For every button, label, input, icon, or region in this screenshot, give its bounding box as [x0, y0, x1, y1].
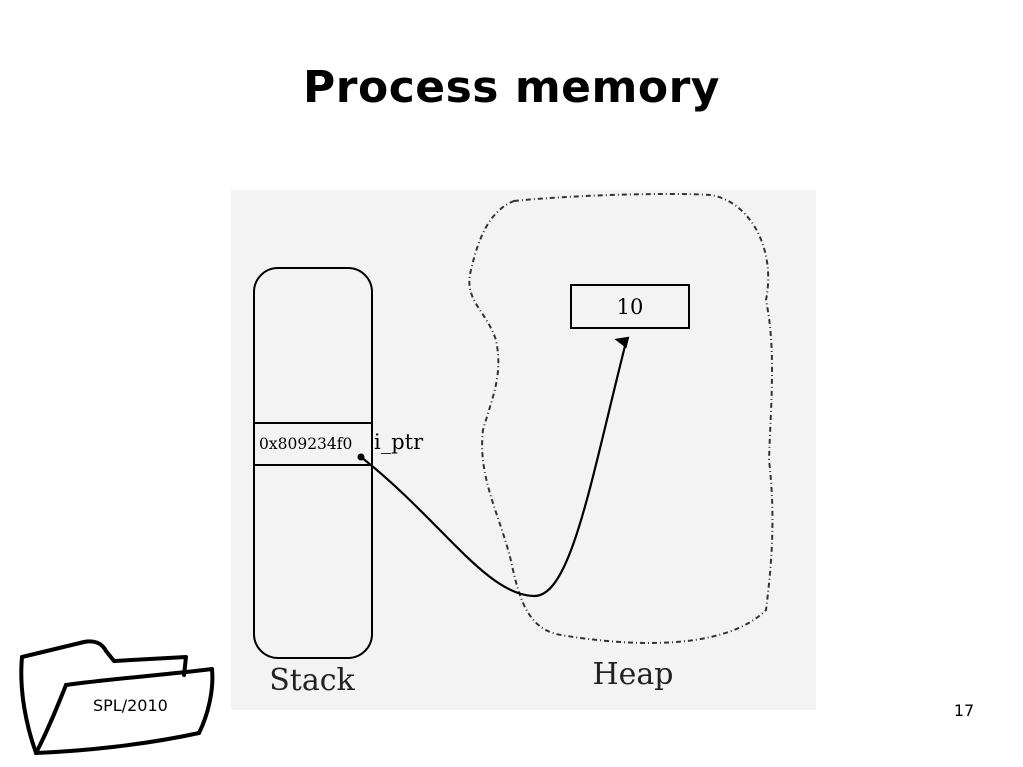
- folder-icon: [19, 639, 215, 755]
- process-memory-diagram: 0x809234f0 i_ptr 10 Stack Heap: [231, 190, 816, 710]
- footer-course-label: SPL/2010: [93, 696, 168, 715]
- pointer-name-label: i_ptr: [374, 430, 424, 454]
- pointer-arrow: [360, 336, 630, 598]
- heap-label: Heap: [592, 657, 673, 692]
- diagram-canvas: 0x809234f0 i_ptr 10 Stack Heap: [253, 192, 774, 698]
- slide-page-number: 17: [953, 701, 975, 720]
- stack-label: Stack: [269, 663, 355, 698]
- heap-value: 10: [617, 295, 644, 319]
- stack-cell-value: 0x809234f0: [259, 435, 352, 453]
- heap-region-outline: [468, 192, 774, 644]
- stack-column: [253, 267, 373, 659]
- slide-title: Process memory: [303, 62, 720, 113]
- stack-cell: [253, 422, 373, 466]
- heap-value-box: [570, 284, 690, 329]
